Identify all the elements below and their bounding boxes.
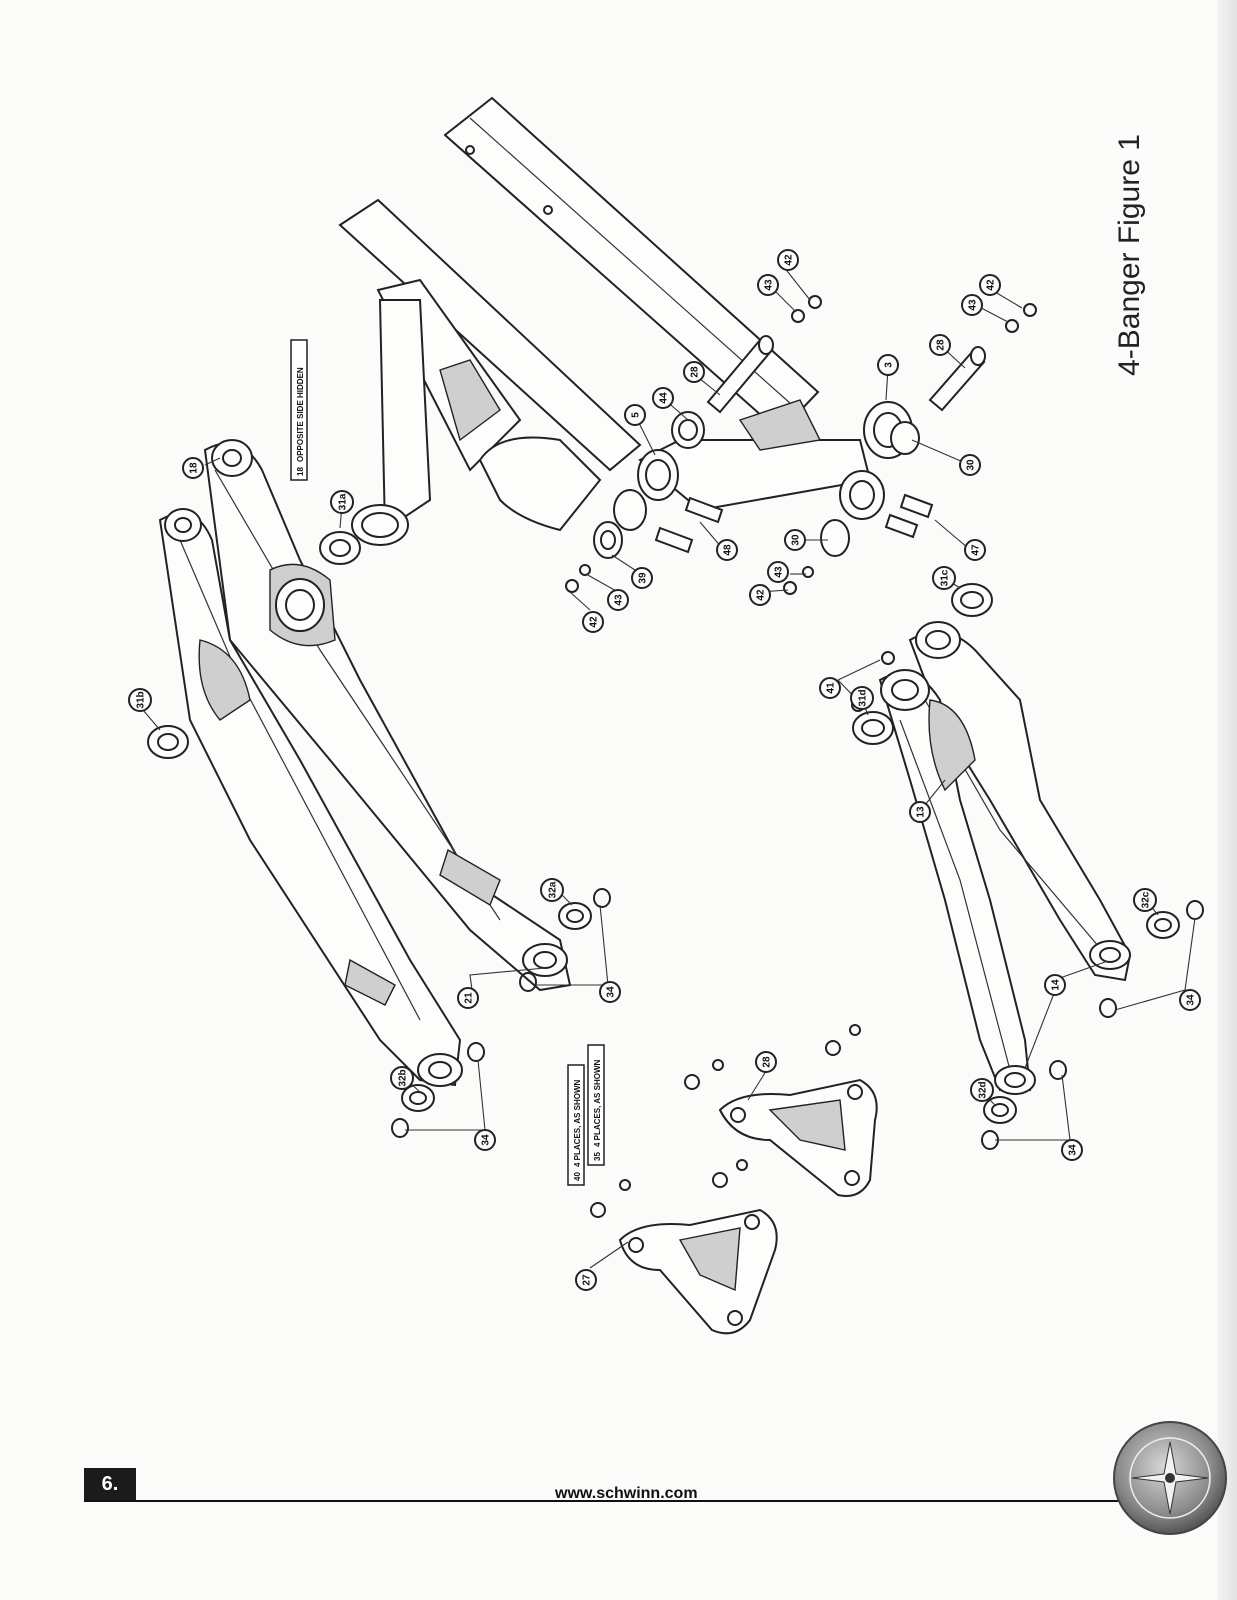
note-opposite-side-hidden: 18 OPPOSITE SIDE HIDDEN — [290, 339, 308, 481]
callout-44: 44 — [652, 387, 674, 409]
svg-text:40: 40 — [573, 1172, 582, 1181]
callout-28-c: 28 — [755, 1051, 777, 1073]
bearings-washers — [147, 531, 1204, 1150]
callout-41: 41 — [819, 677, 841, 699]
svg-text:31d: 31d — [858, 689, 869, 706]
callout-48: 48 — [716, 539, 738, 561]
callout-31c: 31c — [932, 566, 956, 590]
svg-text:42: 42 — [986, 279, 997, 291]
svg-text:34: 34 — [481, 1134, 492, 1146]
svg-text:47: 47 — [971, 544, 982, 556]
callout-28-b: 28 — [683, 361, 705, 383]
callout-43-b: 43 — [961, 294, 983, 316]
callout-43-a: 43 — [757, 274, 779, 296]
callout-34-b: 34 — [474, 1129, 496, 1151]
svg-text:42: 42 — [784, 254, 795, 266]
callout-30-b: 30 — [784, 529, 806, 551]
callout-18: 18 — [182, 457, 204, 479]
callout-31d: 31d — [850, 686, 874, 710]
callout-32a: 32a — [540, 878, 564, 902]
svg-text:44: 44 — [659, 392, 670, 404]
footer-rule — [84, 1500, 1174, 1502]
callout-47: 47 — [964, 539, 986, 561]
callout-31b: 31b — [128, 688, 152, 712]
page-number: 6. — [84, 1468, 136, 1500]
svg-text:34: 34 — [606, 986, 617, 998]
schwinn-quality-seal-icon — [1113, 1421, 1227, 1535]
callout-30-a: 30 — [959, 454, 981, 476]
swingarm-right — [851, 583, 1132, 1095]
part-callouts: 42 43 42 43 28 44 5 28 3 30 47 30 48 39 … — [128, 249, 1201, 1291]
svg-text:48: 48 — [723, 544, 734, 556]
svg-text:41: 41 — [826, 682, 837, 694]
svg-text:28: 28 — [762, 1056, 773, 1068]
callout-34-c: 34 — [1179, 989, 1201, 1011]
note-35-places: 35 4 PLACES, AS SHOWN — [587, 1044, 605, 1166]
svg-text:32c: 32c — [1141, 891, 1152, 908]
svg-text:14: 14 — [1051, 979, 1062, 991]
svg-text:35: 35 — [593, 1152, 602, 1161]
callout-28-a: 28 — [929, 334, 951, 356]
callout-34-a: 34 — [599, 981, 621, 1003]
dropout-plates — [590, 1024, 878, 1335]
note-40-places: 40 4 PLACES, AS SHOWN — [567, 1064, 585, 1186]
svg-text:31c: 31c — [940, 569, 951, 586]
figure-title: 4-Banger Figure 1 — [1113, 134, 1146, 376]
callout-43-c: 43 — [607, 589, 629, 611]
svg-text:34: 34 — [1186, 994, 1197, 1006]
svg-text:28: 28 — [936, 339, 947, 351]
svg-text:4 PLACES, AS SHOWN: 4 PLACES, AS SHOWN — [573, 1080, 582, 1167]
callout-5: 5 — [624, 404, 646, 426]
callout-3: 3 — [877, 354, 899, 376]
pivot-pins — [565, 295, 1037, 595]
svg-text:43: 43 — [774, 566, 785, 578]
callout-39: 39 — [631, 567, 653, 589]
svg-text:43: 43 — [764, 279, 775, 291]
callout-32b: 32b — [390, 1066, 414, 1090]
callout-42-c: 42 — [582, 611, 604, 633]
swingarm-left — [158, 439, 572, 1087]
footer-url[interactable]: www.schwinn.com — [555, 1485, 698, 1502]
svg-text:27: 27 — [582, 1274, 593, 1286]
callout-34-d: 34 — [1061, 1139, 1083, 1161]
svg-text:32d: 32d — [978, 1081, 989, 1098]
callout-32d: 32d — [970, 1078, 994, 1102]
svg-text:5: 5 — [631, 412, 642, 418]
svg-text:43: 43 — [614, 594, 625, 606]
svg-text:30: 30 — [966, 459, 977, 471]
callout-13: 13 — [909, 801, 931, 823]
svg-text:21: 21 — [464, 992, 475, 1004]
svg-text:OPPOSITE SIDE HIDDEN: OPPOSITE SIDE HIDDEN — [296, 367, 305, 462]
svg-text:3: 3 — [884, 362, 895, 368]
page-edge-shadow — [1217, 0, 1237, 1600]
svg-text:32b: 32b — [398, 1069, 409, 1086]
callout-32c: 32c — [1133, 888, 1157, 912]
main-frame — [338, 96, 920, 546]
svg-text:18: 18 — [189, 462, 200, 474]
svg-text:42: 42 — [756, 589, 767, 601]
callout-42-d: 42 — [749, 584, 771, 606]
callout-31a: 31a — [330, 490, 354, 514]
svg-text:4 PLACES, AS SHOWN: 4 PLACES, AS SHOWN — [593, 1060, 602, 1147]
callout-42-b: 42 — [979, 274, 1001, 296]
callout-27: 27 — [575, 1269, 597, 1291]
svg-text:39: 39 — [638, 572, 649, 584]
svg-text:31a: 31a — [338, 493, 349, 510]
svg-text:18: 18 — [296, 467, 305, 476]
callout-42-a: 42 — [777, 249, 799, 271]
svg-text:31b: 31b — [136, 691, 147, 708]
svg-text:34: 34 — [1068, 1144, 1079, 1156]
callout-43-d: 43 — [767, 561, 789, 583]
callout-14: 14 — [1044, 974, 1066, 996]
callout-21: 21 — [457, 987, 479, 1009]
svg-text:42: 42 — [589, 616, 600, 628]
svg-text:28: 28 — [690, 366, 701, 378]
svg-text:32a: 32a — [548, 881, 559, 898]
svg-text:13: 13 — [916, 806, 927, 818]
svg-text:43: 43 — [968, 299, 979, 311]
svg-text:30: 30 — [791, 534, 802, 546]
